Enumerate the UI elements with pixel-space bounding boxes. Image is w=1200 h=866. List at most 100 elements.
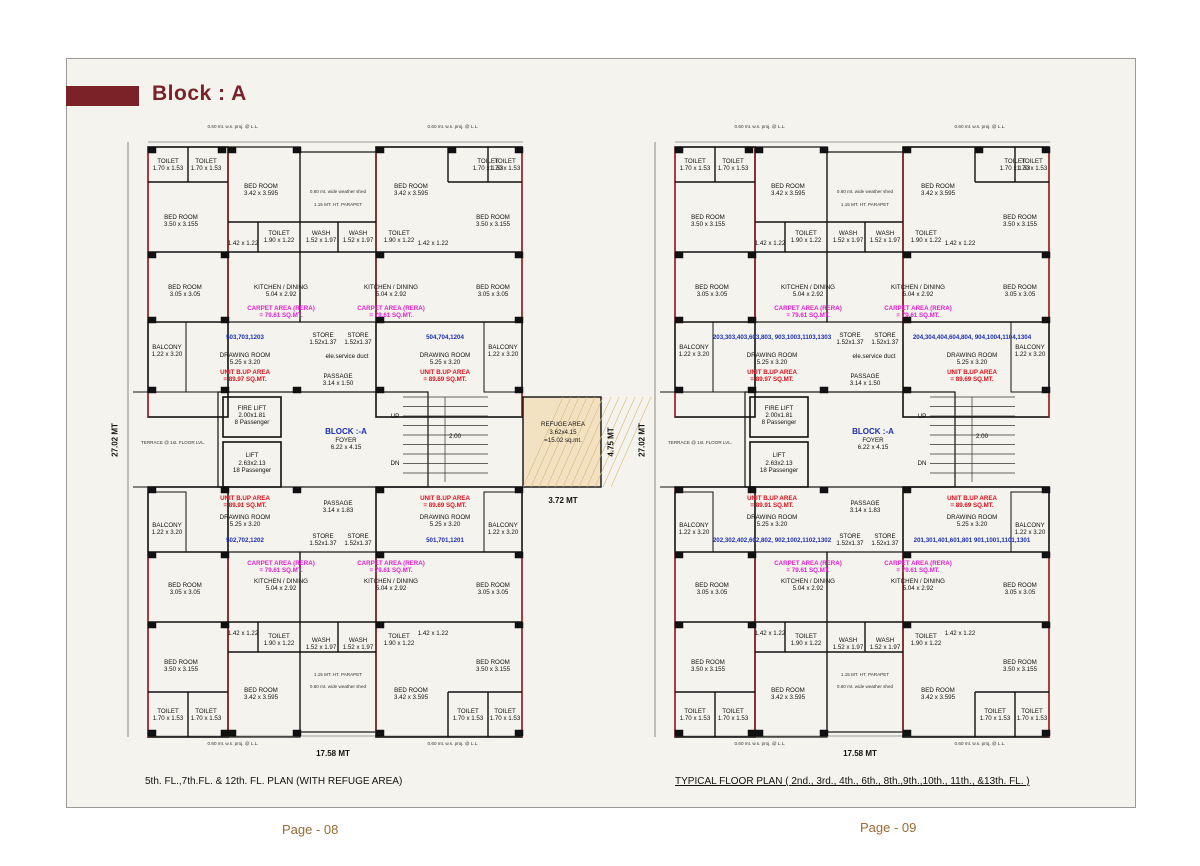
room-size: 5.04 x 2.92 [902, 585, 934, 592]
room-toilet: TOILET [915, 230, 937, 237]
structural-column [902, 551, 912, 559]
carpet-area-label: CARPET AREA (RERA) [884, 305, 952, 312]
room-size: 1.42 x 1.22 [754, 630, 786, 637]
refuge-width: 3.72 MT [548, 496, 578, 505]
terrace-label: TERRACE @ 1st. FLOOR LVL. [140, 440, 206, 445]
room-toilet: TOILET [722, 708, 744, 715]
carpet-area-value: = 79.61 SQ.MT. [259, 567, 303, 574]
builtup-area-label: UNIT B.UP AREA [220, 369, 270, 376]
room-size: 1.70 x 1.53 [489, 165, 521, 172]
projection-note: 0.60 mt. w.s. proj. @ L.L. [427, 124, 479, 129]
structural-column [220, 621, 230, 629]
structural-column [754, 146, 764, 154]
room-bedroom: BED ROOM [695, 284, 729, 291]
room-size: 3.05 x 3.05 [1004, 589, 1036, 596]
room-bedroom: BED ROOM [168, 582, 202, 589]
stair-down: DN [917, 460, 927, 467]
structural-column [447, 146, 457, 154]
room-size: 5.25 x 3.20 [756, 521, 788, 528]
room-size: 1.22 x 3.20 [678, 529, 710, 536]
structural-column [227, 729, 237, 737]
room-size: 1.52x1.37 [871, 339, 899, 346]
room-size: 3.05 x 3.05 [696, 291, 728, 298]
room-store: STORE [312, 332, 334, 339]
refuge-hatch [522, 396, 564, 488]
room-bedroom: BED ROOM [394, 687, 428, 694]
carpet-area-value: = 79.61 SQ.MT. [786, 312, 830, 319]
core-outline [217, 391, 429, 488]
builtup-area-value: = 89.69 SQ.MT. [950, 376, 994, 383]
room-size: 1.70 x 1.53 [679, 165, 711, 172]
room-size: 5.25 x 3.20 [756, 359, 788, 366]
room-size: 5.25 x 3.20 [429, 359, 461, 366]
room-toilet: TOILET [494, 158, 516, 165]
structural-column [1041, 486, 1051, 494]
room-toilet: TOILET [722, 158, 744, 165]
structural-column [514, 729, 524, 737]
room-toilet: TOILET [195, 708, 217, 715]
room-balcony: BALCONY [152, 344, 182, 351]
room-toilet: TOILET [388, 633, 410, 640]
projection-note: 0.60 mt. w.s. proj. @ L.L. [734, 124, 786, 129]
unit-numbers: 503,703,1203 [226, 334, 264, 341]
lift-label: LIFT [772, 452, 786, 459]
room-size: 1.42 x 1.22 [944, 630, 976, 637]
foyer-label: FOYER [335, 437, 357, 444]
room-bedroom: BED ROOM [691, 214, 725, 221]
weather-shed-note: 0.60 mt. wide weather shed [309, 684, 367, 689]
room-toilet: TOILET [684, 158, 706, 165]
parapet-note: 1.15 MT. HT. PARAPET [840, 202, 890, 207]
room-bedroom: BED ROOM [476, 214, 510, 221]
room-size: 1.22 x 3.20 [487, 351, 519, 358]
room-drawing: DRAWING ROOM [746, 352, 798, 359]
room-toilet: TOILET [684, 708, 706, 715]
lift-shaft [222, 441, 282, 488]
room-size: 6.22 x 4.15 [330, 444, 362, 451]
structural-column [147, 146, 157, 154]
room-size: 3.50 x 3.155 [475, 221, 511, 228]
structural-column [674, 251, 684, 259]
projection-note: 0.60 mt. w.s. proj. @ L.L. [427, 741, 479, 746]
structural-column [1041, 729, 1051, 737]
room-size: 5.04 x 2.92 [265, 291, 297, 298]
plan-walls-right [654, 141, 1051, 738]
refuge-hatch [554, 396, 596, 488]
structural-column [220, 316, 230, 324]
structural-column [902, 621, 912, 629]
builtup-area-label: UNIT B.UP AREA [420, 495, 470, 502]
structural-column [375, 386, 385, 394]
room-size: 1.70 x 1.53 [452, 715, 484, 722]
structural-column [375, 621, 385, 629]
structural-column [514, 551, 524, 559]
room-size: 5.25 x 3.20 [956, 521, 988, 528]
room-size: 1.70 x 1.53 [489, 715, 521, 722]
room-size: 3.05 x 3.05 [169, 291, 201, 298]
room-wash: WASH [838, 637, 858, 644]
room-toilet: TOILET [195, 158, 217, 165]
room-size: 2.00x1.81 [238, 412, 266, 419]
structural-column [514, 486, 524, 494]
room-size: 1.42 x 1.22 [227, 240, 259, 247]
room-size: 1.52 x 1.97 [832, 644, 864, 651]
unit-outline-top-left [674, 146, 756, 418]
room-size: 1.70 x 1.53 [717, 165, 749, 172]
structural-column [902, 316, 912, 324]
room-store: STORE [839, 332, 861, 339]
room-drawing: DRAWING ROOM [946, 352, 998, 359]
carpet-area-value: = 79.61 SQ.MT. [369, 567, 413, 574]
structural-column [902, 386, 912, 394]
room-size: 3.42 x 3.595 [243, 190, 279, 197]
room-size: 1.52 x 1.97 [342, 644, 374, 651]
balcony-outline [1010, 321, 1050, 393]
room-size: 3.42 x 3.595 [393, 694, 429, 701]
room-size: 1.22 x 3.20 [1014, 351, 1046, 358]
room-size: 6.22 x 4.15 [857, 444, 889, 451]
room-kitchen: KITCHEN / DINING [891, 284, 945, 291]
room-size: 3.50 x 3.155 [163, 666, 199, 673]
carpet-area-value: = 79.61 SQ.MT. [896, 567, 940, 574]
carpet-area-value: = 79.61 SQ.MT. [786, 567, 830, 574]
room-size: 1.52 x 1.97 [832, 237, 864, 244]
refuge-size: 3.62x4.15 [549, 429, 577, 436]
room-toilet: TOILET [795, 633, 817, 640]
